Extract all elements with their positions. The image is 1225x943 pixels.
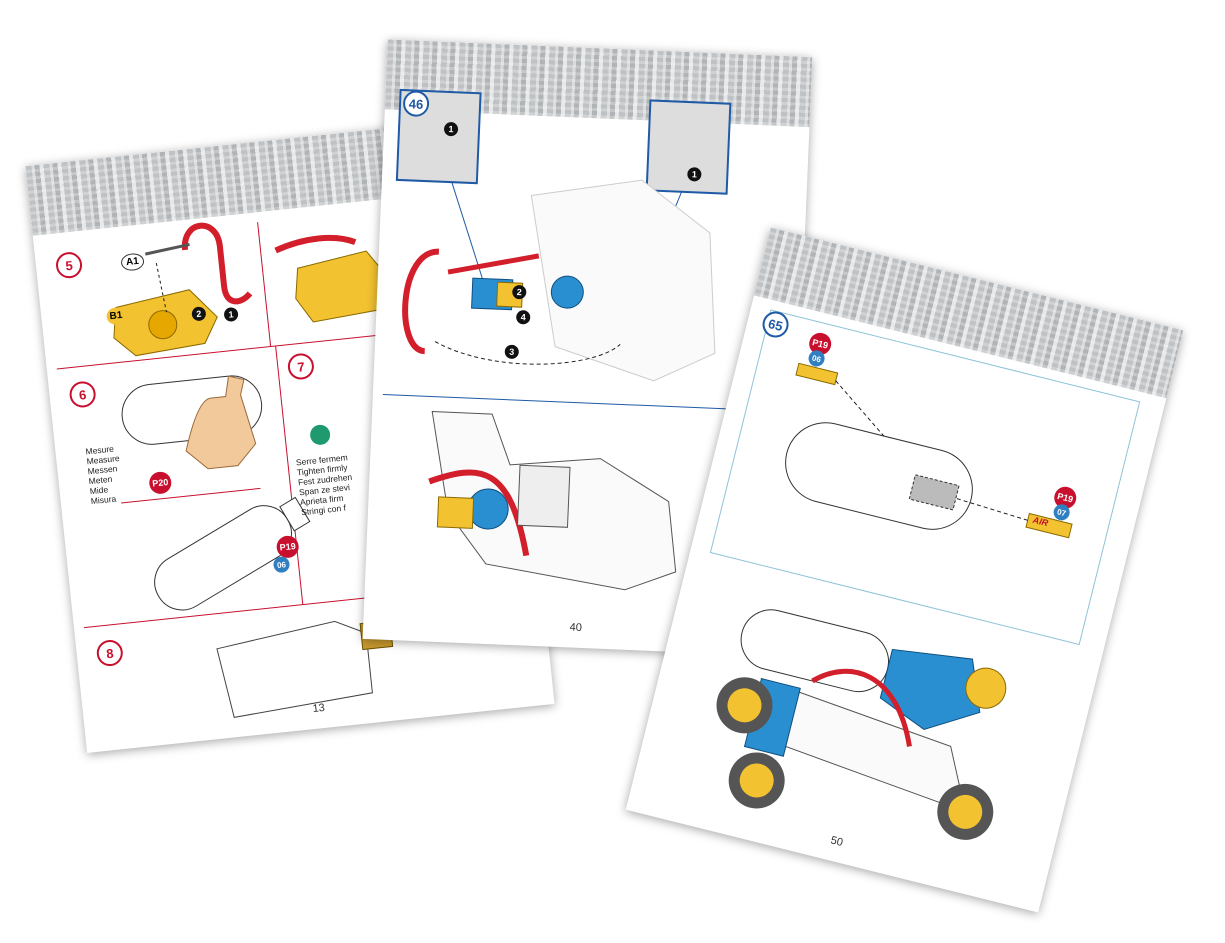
page-50-illustrations [709, 309, 1141, 840]
measure-text: Mesure Measure Messen Meten Mide Misura [85, 443, 124, 507]
page-40-illustrations [382, 88, 758, 591]
page-13-illustrations [56, 222, 532, 718]
manual-page-50: 65 P19 06 P19 07 AIR 50 [625, 227, 1184, 913]
manual-page-13: 5 6 7 8 A1 B1 2 1 Mesure Measure Messen … [25, 117, 555, 753]
tighten-text: Serre fermem Tighten firmly Fest zudrehe… [295, 452, 355, 517]
manual-page-40: 46 1 1 2 3 4 40 [362, 39, 813, 657]
